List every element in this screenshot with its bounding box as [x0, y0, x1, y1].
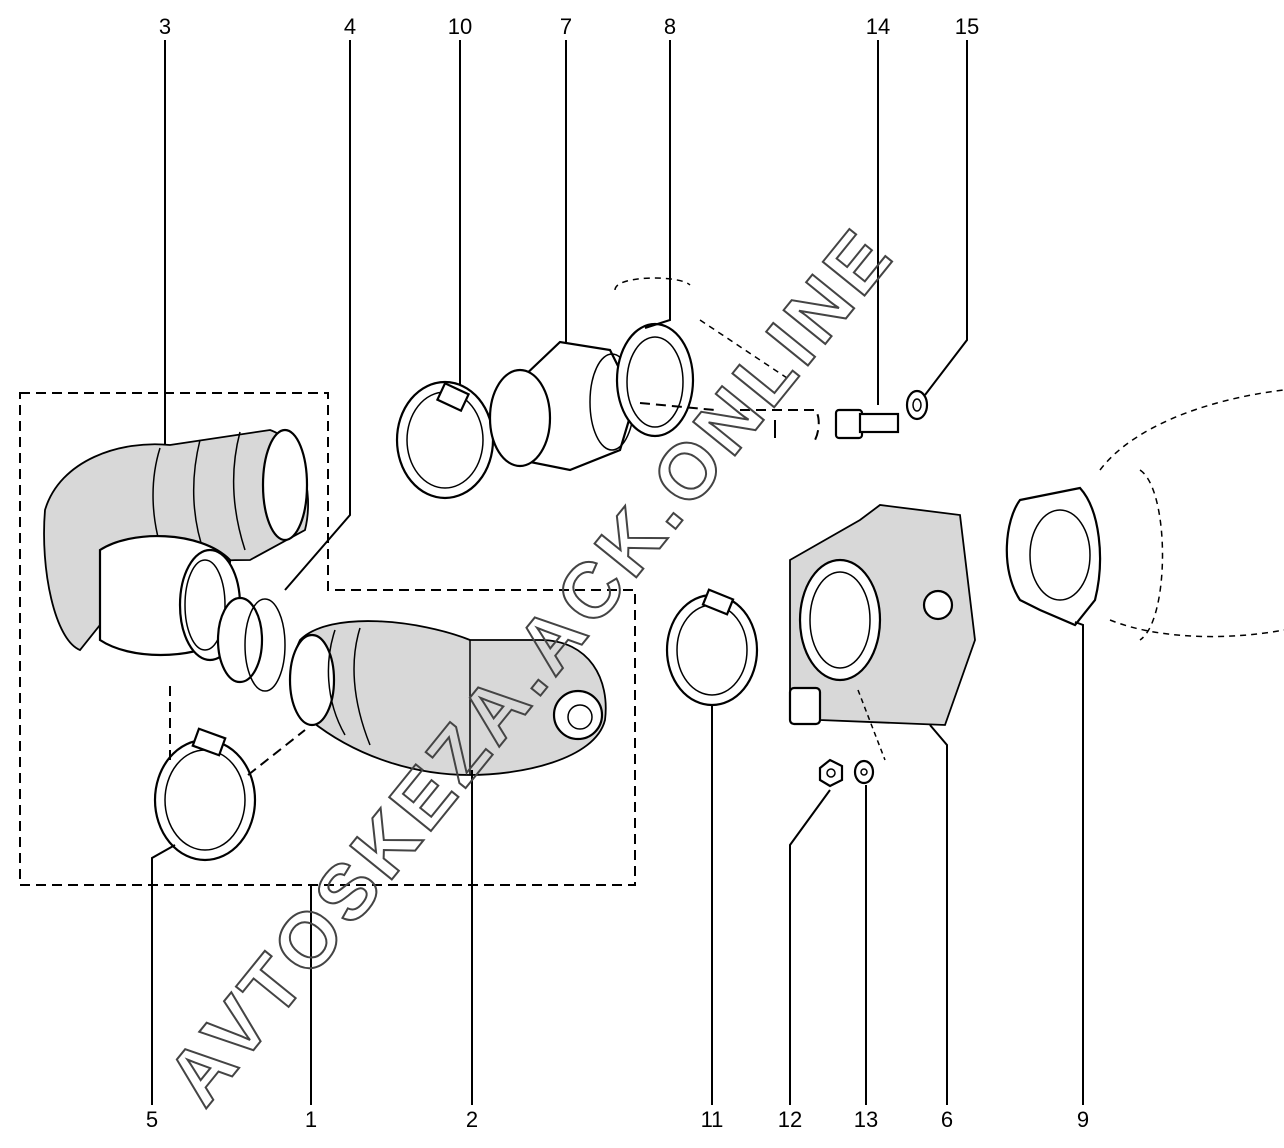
callout-13: 13 [853, 1107, 879, 1132]
callout-7: 7 [559, 14, 573, 39]
part-4-ring [216, 596, 286, 692]
part-6-throttle-body [788, 504, 976, 726]
callout-11: 11 [700, 1107, 724, 1132]
part-5-clamp [153, 727, 257, 862]
callout-1: 1 [304, 1107, 318, 1132]
callout-9: 9 [1076, 1107, 1090, 1132]
leader-lines [151, 40, 1084, 1105]
callout-2: 2 [465, 1107, 479, 1132]
callout-12: 12 [777, 1107, 803, 1132]
callout-4: 4 [343, 14, 357, 39]
callout-6: 6 [940, 1107, 954, 1132]
part-2-lower-hose [288, 620, 607, 776]
part-11-clamp [665, 588, 759, 707]
part-14-bolt [834, 408, 900, 440]
callout-15: 15 [954, 14, 980, 39]
bolt-arrow [639, 402, 820, 441]
part-3-upper-hose [43, 428, 309, 662]
callout-5: 5 [145, 1107, 159, 1132]
arrow-5-to-2 [247, 729, 306, 776]
callout-8: 8 [663, 14, 677, 39]
part-10-clamp [395, 380, 495, 500]
part-15-washer [905, 389, 929, 421]
part-7-airflow-meter [488, 340, 637, 472]
intake-manifold-outline [1099, 389, 1284, 641]
part-9-gasket [1005, 486, 1102, 627]
air-filter-outline [614, 277, 791, 381]
callout-10: 10 [447, 14, 473, 39]
part-12-nut [818, 758, 844, 788]
callout-3: 3 [158, 14, 172, 39]
part-13-washer [853, 759, 875, 785]
callout-14: 14 [865, 14, 891, 39]
assembly-boundary [19, 392, 636, 886]
